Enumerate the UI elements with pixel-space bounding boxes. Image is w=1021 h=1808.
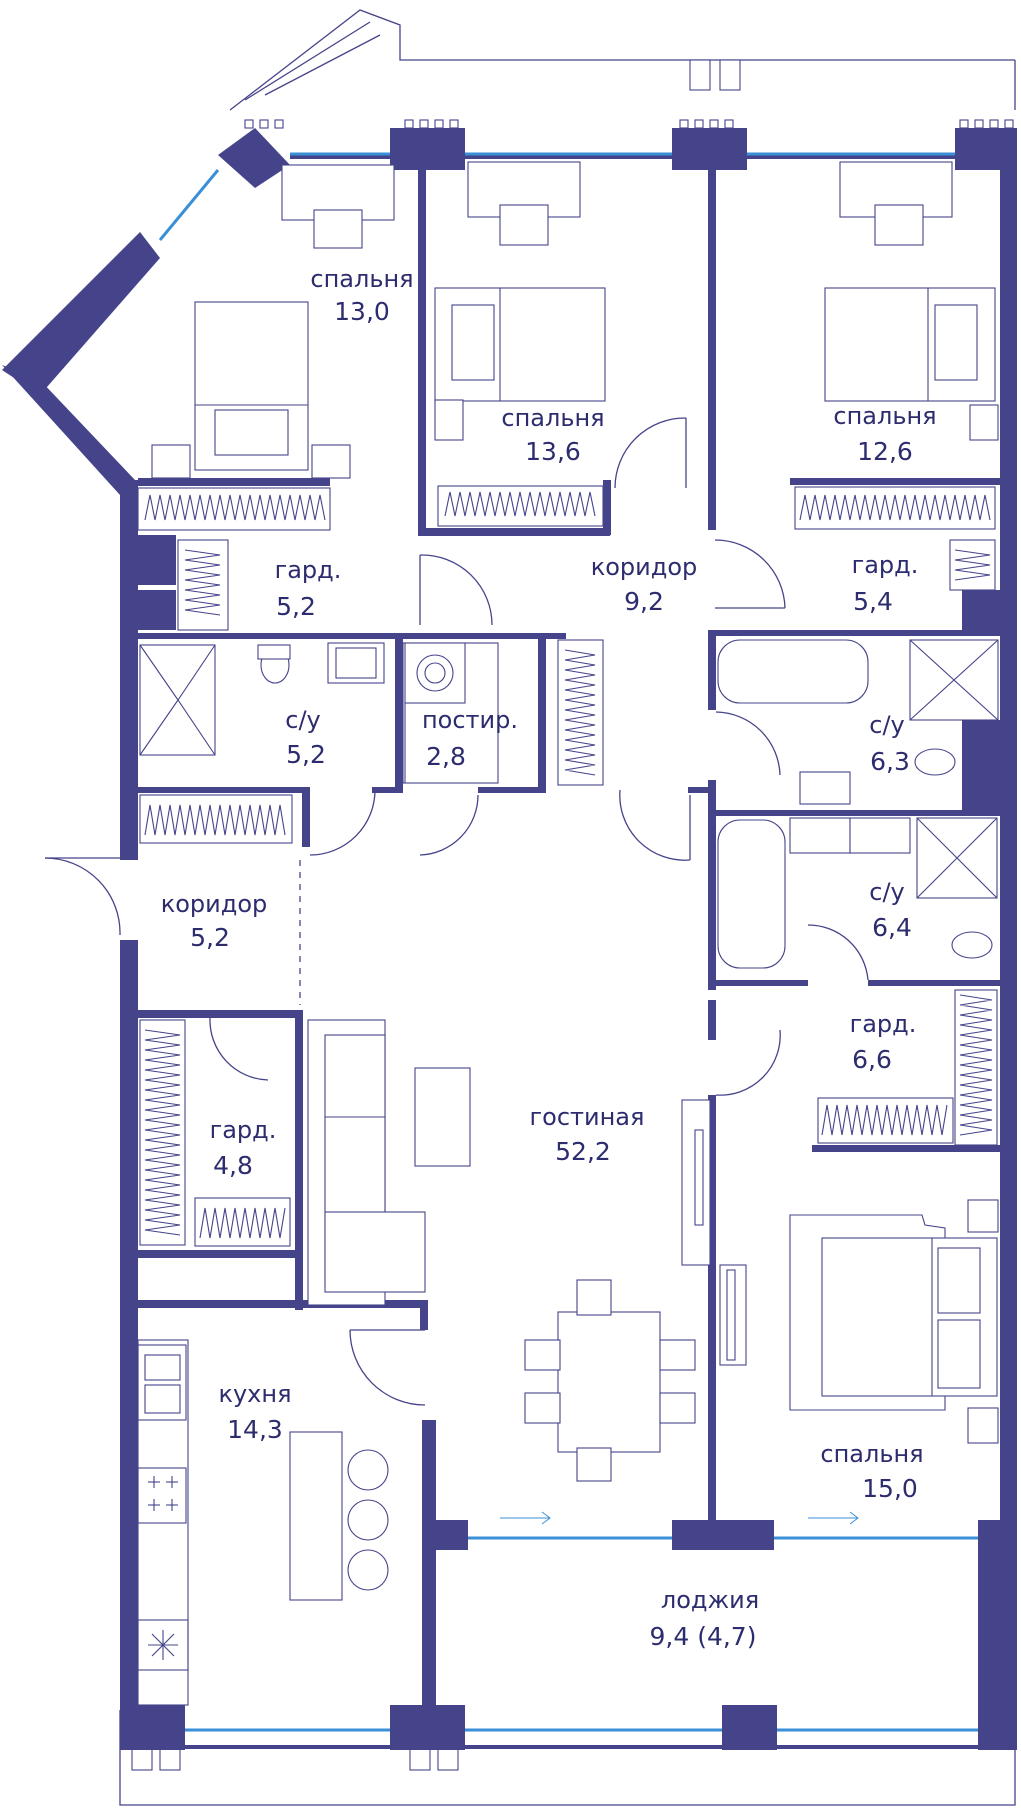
room-area-kitchen: 14,3 <box>227 1415 283 1444</box>
room-name-wardrobe-e: гард. <box>852 551 919 579</box>
interior-walls <box>138 165 1000 1520</box>
chair-icon <box>576 1447 612 1482</box>
room-area-bedroom-n: 13,6 <box>525 437 581 466</box>
room-area-bathroom-w: 5,2 <box>286 740 326 769</box>
room-name-bedroom-ne: спальня <box>833 402 936 430</box>
bathtub-icon <box>717 819 786 969</box>
room-area-wardrobe-sw: 4,8 <box>213 1151 253 1180</box>
room-name-kitchen: кухня <box>218 1380 291 1408</box>
chair-icon <box>576 1279 612 1316</box>
wardrobe-racks <box>137 485 998 1247</box>
railing-post-icon <box>719 59 741 91</box>
windows <box>158 152 978 1732</box>
chair-icon <box>874 204 924 246</box>
room-name-bathroom-w: с/у <box>285 706 320 734</box>
exterior-walls <box>2 128 1017 1750</box>
room-name-corridor-entry: коридор <box>161 890 268 918</box>
room-area-laundry: 2,8 <box>426 742 466 771</box>
bar-stool-icon <box>347 1449 389 1491</box>
room-area-bathroom-e2: 6,4 <box>872 913 912 942</box>
room-labels: спальня 13,0 спальня 13,6 спальня 12,6 г… <box>161 265 937 1651</box>
bar-stool-icon <box>347 1499 389 1541</box>
room-name-bedroom-nw: спальня <box>310 265 413 293</box>
room-name-bathroom-e2: с/у <box>869 878 904 906</box>
chair-icon <box>659 1392 696 1424</box>
dining-table-icon <box>557 1311 661 1453</box>
room-name-bedroom-n: спальня <box>501 404 604 432</box>
sink-icon <box>849 817 911 854</box>
room-area-corridor-center: 9,2 <box>624 587 664 616</box>
bathtub-icon <box>717 639 869 704</box>
room-area-bathroom-e1: 6,3 <box>870 747 910 776</box>
doors <box>44 417 869 1406</box>
room-area-bedroom-se: 15,0 <box>862 1474 918 1503</box>
chair-icon <box>499 204 549 246</box>
chair-icon <box>524 1339 561 1371</box>
room-name-loggia: лоджия <box>661 1586 759 1614</box>
room-name-wardrobe-w: гард. <box>275 556 342 584</box>
sink-icon <box>789 817 851 854</box>
room-area-wardrobe-e: 5,4 <box>853 587 893 616</box>
room-name-wardrobe-sw: гард. <box>210 1116 277 1144</box>
furniture <box>137 161 999 1706</box>
room-area-wardrobe-w: 5,2 <box>276 592 316 621</box>
room-name-laundry: постир. <box>422 706 518 734</box>
room-name-bathroom-e1: с/у <box>869 711 904 739</box>
room-name-living: гостиная <box>530 1103 645 1131</box>
chair-icon <box>313 209 363 249</box>
room-name-wardrobe-se: гард. <box>850 1010 917 1038</box>
chair-icon <box>659 1339 696 1371</box>
tv-stand-icon <box>681 1099 711 1266</box>
kitchen-island-icon <box>289 1431 343 1601</box>
railing-post-icon <box>689 59 711 91</box>
room-area-bedroom-ne: 12,6 <box>857 437 913 466</box>
sink-icon <box>799 771 851 805</box>
toilet-icon <box>914 748 956 776</box>
room-area-wardrobe-se: 6,6 <box>852 1045 892 1074</box>
bar-stool-icon <box>347 1549 389 1591</box>
toilet-icon <box>951 931 993 959</box>
coffee-table-icon <box>414 1067 471 1167</box>
room-area-corridor-entry: 5,2 <box>190 923 230 952</box>
room-area-living: 52,2 <box>555 1137 611 1166</box>
stove-icon <box>137 1467 187 1524</box>
chair-icon <box>524 1392 561 1424</box>
room-area-bedroom-nw: 13,0 <box>334 297 390 326</box>
room-name-corridor-center: коридор <box>591 553 698 581</box>
room-name-bedroom-se: спальня <box>820 1440 923 1468</box>
room-area-loggia: 9,4 (4,7) <box>650 1622 757 1651</box>
